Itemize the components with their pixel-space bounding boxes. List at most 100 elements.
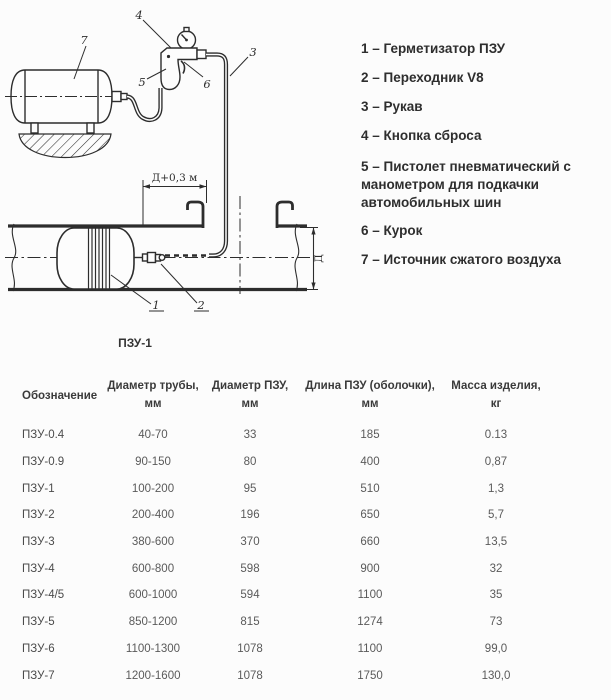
- cell-designation: ПЗУ-6: [22, 642, 55, 655]
- cell-mass: 73: [489, 616, 503, 629]
- cell-mass: 130,0: [481, 669, 511, 682]
- cell-designation: ПЗУ-5: [22, 616, 55, 629]
- cell-designation: ПЗУ-2: [22, 509, 55, 522]
- cell-pzu-diameter: 33: [243, 429, 257, 442]
- cell-mass: 1,3: [488, 482, 504, 495]
- cell-pzu-diameter: 815: [240, 616, 260, 629]
- adapter-v8: [141, 251, 166, 264]
- trigger: [180, 60, 186, 74]
- table-row: ПЗУ-4 600-800 598 900 32: [22, 555, 574, 582]
- callout-5: 5: [138, 75, 145, 89]
- ground-hatch: [18, 133, 112, 159]
- dimension-height: Д: [300, 227, 325, 290]
- cell-pzu-length: 1274: [357, 616, 383, 629]
- cell-pzu-diameter: 598: [240, 562, 260, 575]
- cell-designation: ПЗУ-4/5: [22, 589, 65, 602]
- callout-2: 2: [196, 298, 204, 312]
- cell-designation: ПЗУ-3: [22, 536, 55, 549]
- legend-item-1: 1 – Герметизатор ПЗУ: [361, 41, 506, 56]
- cell-designation: ПЗУ-0.4: [22, 429, 65, 442]
- diagram-caption: ПЗУ-1: [118, 336, 152, 350]
- cell-pipe-diameter: 1200-1600: [125, 669, 181, 682]
- cell-pzu-diameter: 80: [243, 456, 257, 469]
- cell-pzu-length: 400: [360, 456, 380, 469]
- cell-pipe-diameter: 600-1000: [128, 589, 178, 602]
- cell-pzu-diameter: 95: [243, 482, 257, 495]
- cell-designation: ПЗУ-0.9: [22, 456, 65, 469]
- cell-pzu-length: 1100: [357, 642, 383, 655]
- cell-pzu-length: 660: [360, 536, 380, 549]
- cell-pzu-length: 650: [360, 509, 380, 522]
- table-row: ПЗУ-0.4 40-70 33 185 0.13: [22, 422, 574, 449]
- table-row: ПЗУ-6 1100-1300 1078 1100 99,0: [22, 636, 574, 663]
- legend-item-3: 3 – Рукав: [361, 99, 423, 114]
- parts-legend: 1 – Герметизатор ПЗУ 2 – Переходник V8 3…: [361, 0, 611, 290]
- cell-designation: ПЗУ-1: [22, 482, 55, 495]
- cell-pzu-diameter: 594: [240, 589, 260, 602]
- header-designation: Обозначение: [22, 389, 98, 402]
- legend-item-7: 7 – Источник сжатого воздуха: [361, 252, 562, 267]
- cell-mass: 35: [489, 589, 503, 602]
- spec-table: Обозначение Диаметр трубы, мм Диаметр ПЗ…: [22, 380, 574, 682]
- legend-item-6: 6 – Курок: [361, 223, 423, 238]
- technical-diagram: Д+0,3 м Д 7 4 5 6 3 1 2: [5, 8, 325, 312]
- callout-6: 6: [203, 77, 210, 91]
- legend-item-2: 2 – Переходник V8: [361, 70, 484, 85]
- table-row: ПЗУ-1 100-200 95 510 1,3: [22, 475, 574, 502]
- table-row: ПЗУ-3 380-600 370 660 13,5: [22, 529, 574, 556]
- table-row: ПЗУ-2 200-400 196 650 5,7: [22, 502, 574, 529]
- cell-pipe-diameter: 90-150: [135, 456, 171, 469]
- tank-to-gun-hose: [126, 88, 163, 122]
- cell-mass: 0.13: [484, 429, 508, 442]
- manhole-flange-left: [186, 200, 205, 228]
- cell-pzu-length: 900: [360, 562, 380, 575]
- table-row: ПЗУ-4/5 600-1000 594 1100 35: [22, 582, 574, 609]
- callout-leaders: [73, 19, 249, 312]
- legend-item-5: 5 – Пистолет пневматический с манометром…: [361, 159, 571, 210]
- cell-pipe-diameter: 200-400: [131, 509, 175, 522]
- pipe-break-right: [294, 223, 300, 292]
- table-header: Обозначение Диаметр трубы, мм Диаметр ПЗ…: [22, 380, 574, 411]
- cell-pzu-diameter: 370: [240, 536, 260, 549]
- cell-pipe-diameter: 850-1200: [128, 616, 178, 629]
- callout-3: 3: [249, 45, 256, 59]
- sealing-plug: [56, 227, 166, 290]
- legend-item-4: 4 – Кнопка сброса: [361, 128, 482, 143]
- cell-pzu-length: 1100: [357, 589, 383, 602]
- dim-width-label: Д+0,3 м: [152, 172, 198, 184]
- cell-pipe-diameter: 40-70: [138, 429, 168, 442]
- callout-1: 1: [152, 298, 159, 312]
- cell-pzu-diameter: 1078: [237, 642, 263, 655]
- cell-pipe-diameter: 380-600: [131, 536, 175, 549]
- cell-pipe-diameter: 600-800: [131, 562, 175, 575]
- cell-pzu-length: 510: [360, 482, 380, 495]
- header-pzu-diameter: Диаметр ПЗУ, мм: [211, 380, 289, 410]
- cell-designation: ПЗУ-7: [22, 669, 55, 682]
- table-row: ПЗУ-7 1200-1600 1078 1750 130,0: [22, 662, 574, 689]
- cell-designation: ПЗУ-4: [22, 562, 55, 575]
- dimension-width: Д+0,3 м: [142, 172, 207, 227]
- callout-7: 7: [80, 33, 88, 47]
- cell-mass: 13,5: [484, 536, 508, 549]
- cell-pzu-diameter: 196: [240, 509, 260, 522]
- manhole-flange-right: [275, 200, 294, 228]
- header-pzu-length: Длина ПЗУ (оболочки), мм: [305, 380, 435, 410]
- cell-mass: 5,7: [488, 509, 504, 522]
- table-row: ПЗУ-0.9 90-150 80 400 0,87: [22, 449, 574, 476]
- pipe-section: [5, 196, 310, 294]
- callout-4: 4: [134, 8, 142, 22]
- cell-mass: 99,0: [484, 642, 508, 655]
- table-body: ПЗУ-0.4 40-70 33 185 0.13 ПЗУ-0.9 90-150…: [22, 422, 574, 689]
- cell-mass: 32: [489, 562, 503, 575]
- header-pipe-diameter: Диаметр трубы, мм: [107, 380, 199, 410]
- header-mass: Масса изделия, кг: [451, 380, 541, 410]
- cell-pipe-diameter: 1100-1300: [125, 642, 181, 655]
- air-source-tank: [5, 69, 128, 159]
- table-row: ПЗУ-5 850-1200 815 1274 73: [22, 609, 574, 636]
- gun-to-pipe-hose: [165, 52, 229, 258]
- cell-pzu-length: 1750: [357, 669, 383, 682]
- cell-mass: 0,87: [484, 456, 508, 469]
- cell-pipe-diameter: 100-200: [131, 482, 175, 495]
- dim-height-label: Д: [313, 254, 325, 263]
